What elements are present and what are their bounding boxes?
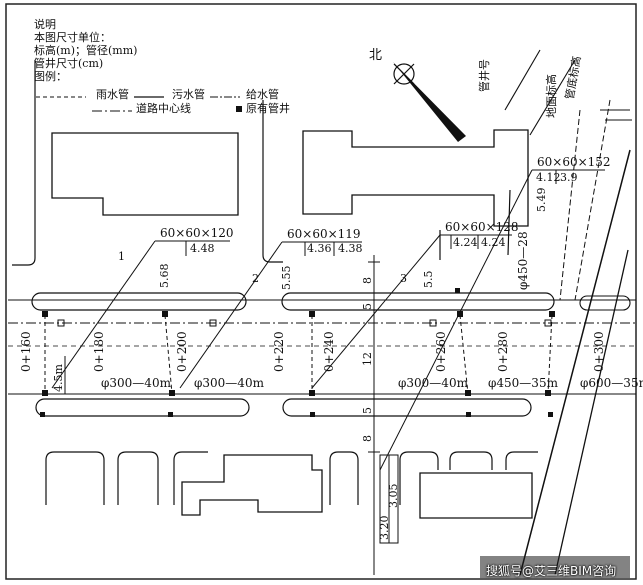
legend-title: 说明 xyxy=(34,18,56,31)
watermark-backdrop xyxy=(480,556,630,578)
station-label: 0+160 xyxy=(19,331,33,372)
street-corner xyxy=(262,254,283,263)
building-outline xyxy=(419,472,533,519)
pipe-label: φ300—40m xyxy=(194,376,265,390)
station-label: 0+200 xyxy=(175,331,189,372)
legend-units-heading: 本图尺寸单位： xyxy=(34,31,111,44)
legend-heading: 图例： xyxy=(34,70,67,83)
dimension-value: 12 xyxy=(361,352,374,366)
well-depth: 5.5 xyxy=(422,271,435,289)
building-outline xyxy=(173,451,208,505)
legend-units-well: 管井尺寸(cm) xyxy=(34,57,104,70)
watermark: 搜狐号@艾三维BIM咨询 xyxy=(486,564,617,578)
legend: 说明 本图尺寸单位： 标高(m)；管径(mm) 管井尺寸(cm) 图例： 雨水管… xyxy=(34,18,364,115)
well-size-label: 60×60×152 xyxy=(537,155,611,169)
pipe-label: φ300—40m xyxy=(101,376,172,390)
well-depth: 5.68 xyxy=(158,264,171,289)
building-outline xyxy=(449,451,493,470)
street-label-well-number: 管井号 xyxy=(477,59,491,92)
street-boundary-line xyxy=(504,49,541,111)
well-number: 2 xyxy=(252,272,259,285)
well-label-3: 60×60×128 4.24 4.24 3 5.5 xyxy=(311,220,519,389)
dimension-value: 8 xyxy=(361,435,374,442)
well-label-4: 60×60×152 4.12 3.9 5.49 xyxy=(379,155,611,471)
north-label: 北 xyxy=(369,48,382,63)
median-island xyxy=(35,398,250,417)
building-outline xyxy=(117,451,159,505)
building-outline xyxy=(302,129,529,227)
street-boundary-line xyxy=(529,59,576,136)
pipe-label: φ450—28 xyxy=(516,231,530,290)
rain-pipe-routing xyxy=(44,99,632,576)
station-label: 0+280 xyxy=(496,331,510,372)
legend-existing-well: 原有管井 xyxy=(246,102,290,115)
well-label-1: 60×60×120 4.48 1 5.68 xyxy=(51,226,234,389)
legend-road-centerline: 道路中心线 xyxy=(136,102,191,115)
well-number: 1 xyxy=(118,250,125,263)
well-number: 3 xyxy=(400,272,407,285)
median-island xyxy=(282,398,532,417)
building-outline xyxy=(505,451,538,470)
dimension-value: 5 xyxy=(361,407,374,414)
street-label-ground-elevation: 地面标高 xyxy=(544,74,558,118)
well-elevation: 4.48 xyxy=(190,242,215,255)
station-label: 0+240 xyxy=(322,331,336,372)
well-elevation: 4.12 xyxy=(536,171,561,184)
north-arrow: 北 xyxy=(369,48,466,142)
bottom-elevation: 3.20 xyxy=(378,516,391,541)
legend-rain-pipe: 雨水管 xyxy=(96,88,129,101)
drawing-border xyxy=(5,3,637,580)
median-island xyxy=(579,295,631,311)
well-size-label: 60×60×119 xyxy=(287,227,361,241)
street-corner xyxy=(12,257,36,266)
existing-well-legend-symbol xyxy=(236,106,242,112)
building-outline xyxy=(329,451,359,505)
well-depth: 5.55 xyxy=(280,266,293,291)
bottom-elevation: 3.05 xyxy=(387,484,400,509)
station-label: 0+260 xyxy=(434,331,448,372)
dimension-value: 5 xyxy=(361,303,374,310)
building-outline xyxy=(399,451,439,505)
well-size-label: 60×60×120 xyxy=(160,226,234,240)
building-outline xyxy=(51,132,239,216)
building-outline xyxy=(181,454,323,516)
well-elevation: 4.36 xyxy=(307,242,332,255)
street-label-pipe-elevation: 管底标高 xyxy=(562,55,583,101)
station-label: 0+220 xyxy=(272,331,286,372)
station-labels: 0+160 0+180 0+200 0+220 0+240 0+260 0+28… xyxy=(19,331,606,372)
station-label: 0+300 xyxy=(592,331,606,372)
pipe-label: φ450—35m xyxy=(488,376,559,390)
well-elevation: 3.9 xyxy=(560,171,578,184)
legend-sewage-pipe: 污水管 xyxy=(172,88,205,101)
pipe-label: φ600—35m xyxy=(580,376,643,390)
station-label: 0+180 xyxy=(92,331,106,372)
offset-dimension: 4.5m xyxy=(52,364,65,392)
manholes xyxy=(40,288,555,417)
building-outline xyxy=(45,451,105,505)
well-elevation: 4.24 xyxy=(481,236,506,249)
pipe-labels: φ300—40m φ300—40m φ300—40m φ450—35m φ450… xyxy=(101,231,643,390)
well-label-2: 60×60×119 4.36 4.38 2 5.55 xyxy=(179,227,363,389)
legend-units-elevation: 标高(m)；管径(mm) xyxy=(34,44,138,57)
dimension-chain: 8 5 12 5 8 3.20 3.05 xyxy=(361,255,400,575)
well-size-label: 60×60×128 xyxy=(445,220,519,234)
well-elevation: 4.38 xyxy=(338,242,363,255)
well-depth: 5.49 xyxy=(535,188,548,213)
median-island xyxy=(31,292,247,311)
well-elevation: 4.24 xyxy=(453,236,478,249)
legend-water-pipe: 给水管 xyxy=(246,88,279,101)
dimension-value: 8 xyxy=(361,277,374,284)
pipe-label: φ300—40m xyxy=(398,376,469,390)
median-island xyxy=(281,292,555,311)
street-boundary-line xyxy=(507,189,511,256)
